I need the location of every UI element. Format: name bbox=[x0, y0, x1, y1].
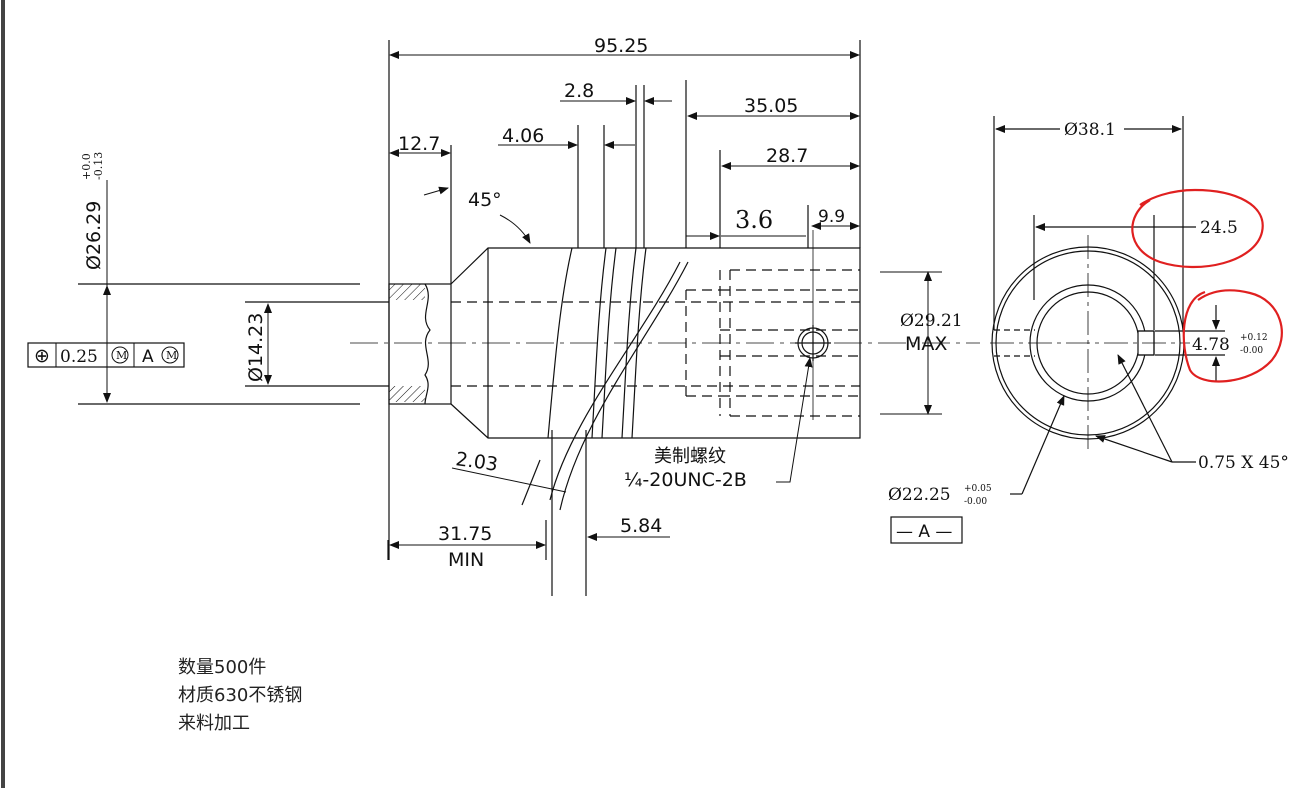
end-keyway-tol-lower: -0.00 bbox=[1240, 346, 1263, 356]
end-chamfer: 0.75 X 45° bbox=[1198, 453, 1289, 473]
dim-groove-pos: 5.84 bbox=[620, 515, 662, 537]
fcf-datum-modifier: M bbox=[166, 349, 177, 362]
dim-slot-depth: 28.7 bbox=[766, 145, 808, 167]
note-process: 来料加工 bbox=[178, 713, 250, 734]
dim-bore-dia: Ø14.23 bbox=[245, 313, 267, 382]
dim-groove-width: 2.8 bbox=[564, 80, 594, 102]
markup-annotations bbox=[1131, 188, 1283, 383]
dim-thread-offset: 3.6 bbox=[735, 206, 773, 234]
dim-groove-depth: 2.03 bbox=[454, 448, 499, 476]
end-outer-dia: Ø38.1 bbox=[1064, 120, 1116, 140]
dim-thread-end: 9.9 bbox=[818, 207, 845, 227]
end-keyway-span: 24.5 bbox=[1200, 218, 1238, 238]
end-bore-tol-lower: -0.00 bbox=[964, 497, 987, 507]
dim-max-dia: Ø29.21 bbox=[900, 311, 963, 331]
dim-outer-tol-lower: -0.13 bbox=[92, 152, 105, 180]
end-bore-dia: Ø22.25 bbox=[888, 485, 951, 505]
markup-circle-bottom bbox=[1182, 289, 1283, 383]
fcf-datum: A bbox=[142, 347, 154, 367]
dim-pitch: 4.06 bbox=[502, 125, 544, 147]
side-view bbox=[78, 40, 980, 596]
notes-block: 数量500件 材质630不锈钢 来料加工 bbox=[178, 654, 302, 738]
dim-min-note: MIN bbox=[448, 549, 484, 571]
dim-chamfer-length: 12.7 bbox=[398, 133, 440, 155]
fcf-tolerance: 0.25 bbox=[60, 347, 98, 367]
thread-spec: ¼-20UNC-2B bbox=[624, 469, 747, 491]
end-keyway-tol-upper: +0.12 bbox=[1240, 333, 1268, 343]
note-quantity: 数量500件 bbox=[178, 657, 267, 678]
end-keyway-width: 4.78 bbox=[1192, 335, 1230, 355]
fcf-modifier: M bbox=[116, 349, 127, 362]
side-view-labels: 95.25 2.8 4.06 12.7 45° 35.05 28.7 3.6 9… bbox=[80, 35, 963, 571]
thread-label-cn: 美制螺纹 bbox=[654, 446, 726, 467]
dimension-lines bbox=[103, 51, 942, 549]
end-bore-tol-upper: +0.05 bbox=[964, 484, 992, 494]
feature-control-frame: ⊕ 0.25 M A M bbox=[27, 342, 185, 368]
markup-circle-top bbox=[1131, 188, 1264, 269]
note-material: 材质630不锈钢 bbox=[178, 685, 303, 706]
dim-outer-dia: Ø26.29 bbox=[83, 201, 105, 270]
dim-max-note: MAX bbox=[905, 333, 947, 355]
dim-outer-tol-upper: +0.0 bbox=[80, 153, 93, 180]
end-datum-label: — A — bbox=[896, 522, 952, 542]
dim-hole-depth: 35.05 bbox=[744, 95, 798, 117]
end-view-labels: Ø38.1 24.5 4.78 +0.12 -0.00 Ø22.25 +0.05… bbox=[888, 120, 1289, 544]
dim-min-length: 31.75 bbox=[438, 523, 492, 545]
fcf-symbol: ⊕ bbox=[34, 345, 50, 367]
dim-chamfer-angle: 45° bbox=[468, 189, 502, 211]
end-view bbox=[990, 116, 1225, 495]
dim-overall-length: 95.25 bbox=[594, 35, 648, 57]
